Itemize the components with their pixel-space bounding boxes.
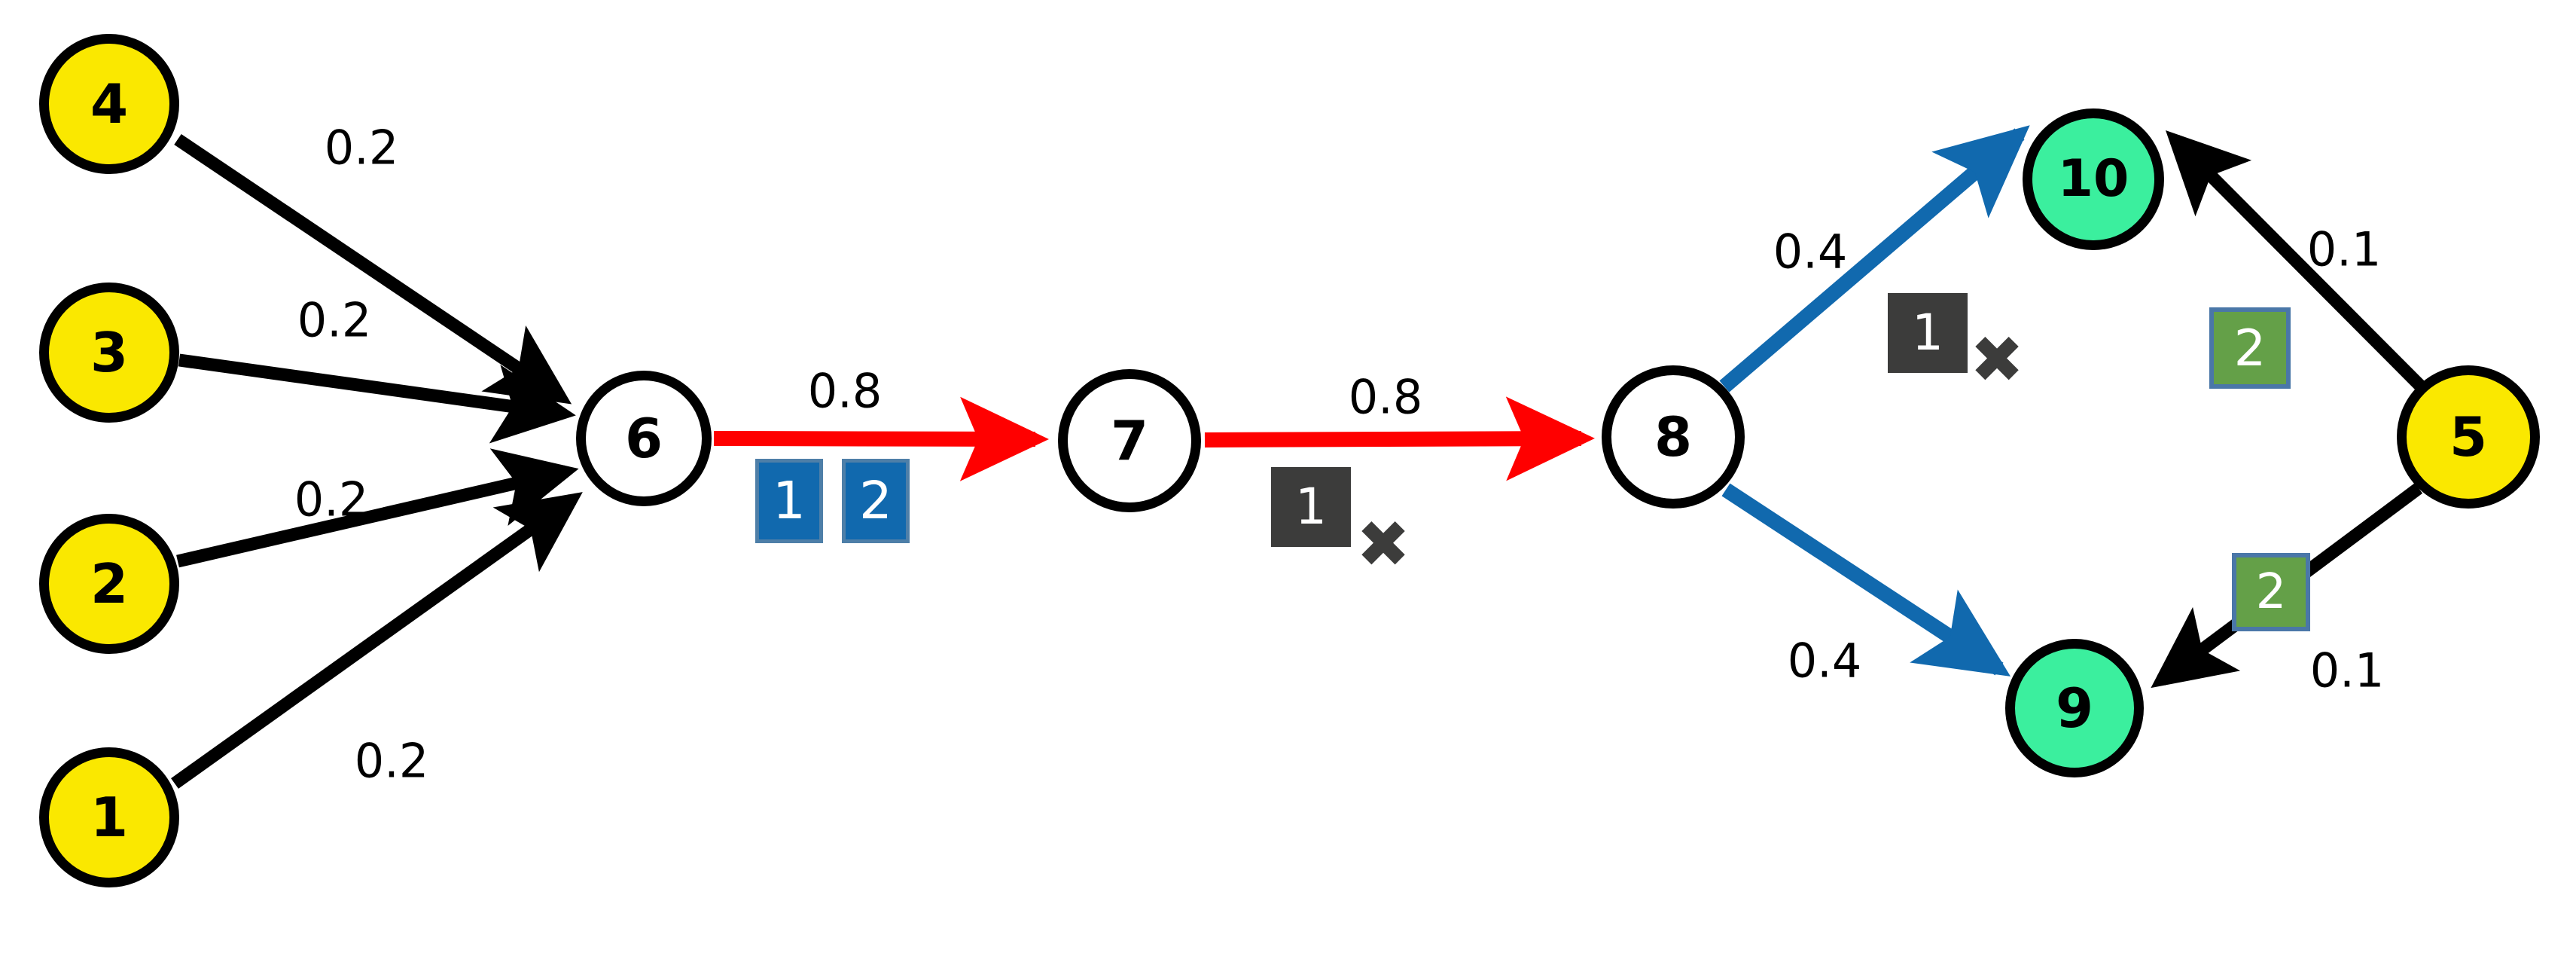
cross-icon-x-8-10: ✖ <box>1969 322 2025 398</box>
edge-weight-1-6: 0.2 <box>354 733 429 789</box>
edge-2-6 <box>176 448 579 568</box>
edge-8-9 <box>1721 483 2011 677</box>
edge-weight-8-9: 0.4 <box>1787 633 1862 689</box>
node-label: 6 <box>624 407 663 470</box>
edge-weight-4-6: 0.2 <box>324 120 399 176</box>
graph-node-5[interactable]: 5 <box>2397 365 2540 509</box>
badge-7-8[interactable]: 1 <box>1271 467 1351 547</box>
edge-6-7 <box>713 396 1049 481</box>
node-label: 9 <box>2055 677 2094 740</box>
graph-node-2[interactable]: 2 <box>39 514 179 654</box>
badge-6-7-b[interactable]: 2 <box>842 459 910 543</box>
badge-5-9[interactable]: 2 <box>2232 553 2310 631</box>
node-label: 7 <box>1110 409 1149 472</box>
graph-node-7[interactable]: 7 <box>1058 369 1201 512</box>
node-label: 5 <box>2449 405 2488 469</box>
edge-weight-2-6: 0.2 <box>294 472 369 527</box>
edge-1-6 <box>171 492 583 789</box>
graph-node-10[interactable]: 10 <box>2023 108 2164 250</box>
edge-8-10 <box>1719 125 2030 393</box>
graph-node-8[interactable]: 8 <box>1602 365 1745 509</box>
badge-6-7-a[interactable]: 1 <box>755 459 823 543</box>
edge-weight-5-9: 0.1 <box>2309 643 2385 698</box>
node-label: 3 <box>90 321 129 384</box>
edge-weight-7-8: 0.8 <box>1348 369 1423 425</box>
edge-5-10 <box>2165 130 2425 391</box>
edge-weight-6-7: 0.8 <box>807 363 883 419</box>
graph-node-9[interactable]: 9 <box>2005 639 2144 777</box>
edge-weight-8-10: 0.4 <box>1773 224 1848 279</box>
graph-node-1[interactable]: 1 <box>39 747 179 887</box>
node-label: 4 <box>90 72 129 136</box>
graph-node-3[interactable]: 3 <box>39 283 179 423</box>
node-label: 10 <box>2057 149 2129 209</box>
badge-8-10[interactable]: 1 <box>1888 293 1968 373</box>
node-label: 1 <box>90 786 129 849</box>
edge-3-6 <box>178 353 576 444</box>
edge-weight-5-10: 0.1 <box>2306 221 2382 277</box>
badge-5-10[interactable]: 2 <box>2209 307 2291 389</box>
node-label: 8 <box>1654 405 1693 469</box>
edge-weight-3-6: 0.2 <box>297 292 372 348</box>
graph-node-4[interactable]: 4 <box>39 34 179 174</box>
edge-4-6 <box>174 133 572 405</box>
graph-node-6[interactable]: 6 <box>576 371 712 506</box>
edge-7-8 <box>1204 396 1595 481</box>
cross-icon-x-7-8: ✖ <box>1355 507 1411 582</box>
node-label: 2 <box>90 552 129 615</box>
